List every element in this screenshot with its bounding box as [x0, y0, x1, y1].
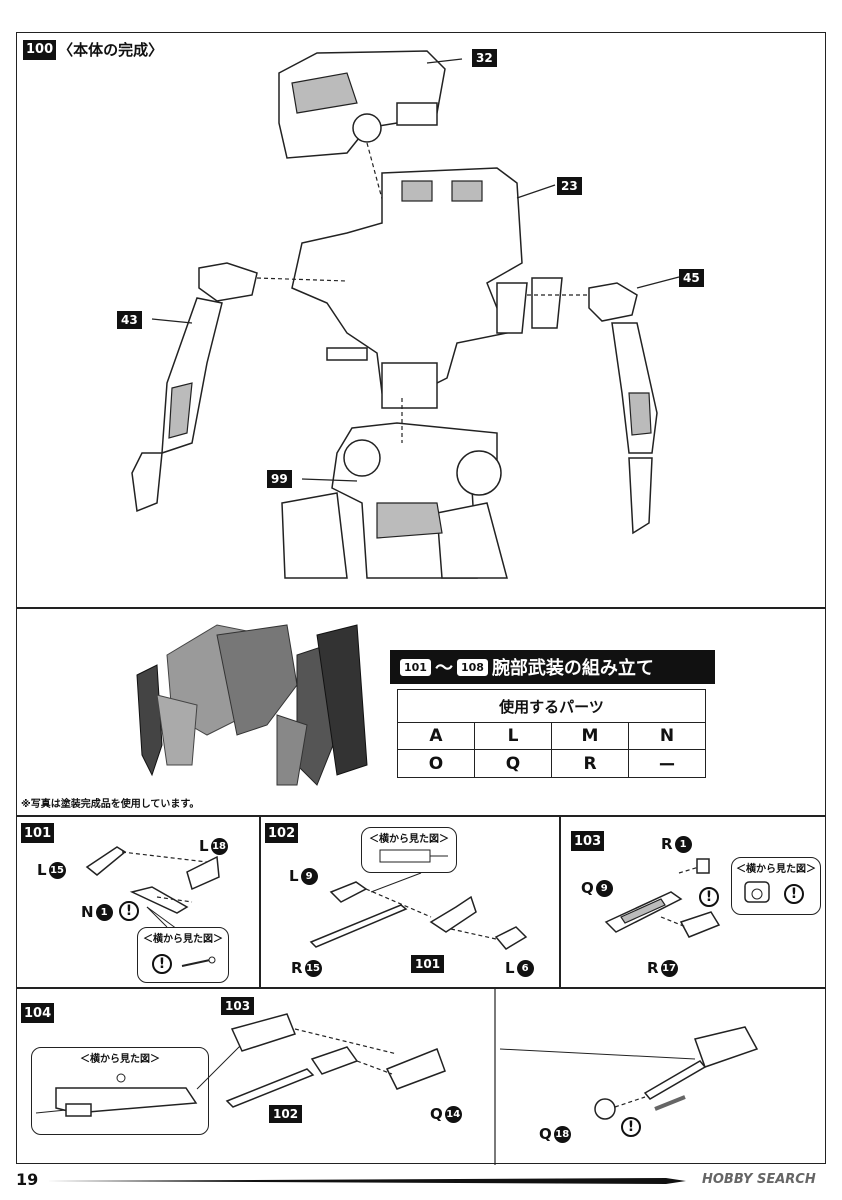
screw-side-icon	[181, 956, 216, 967]
part-cell: A	[397, 722, 475, 750]
ref-left-arm: 43	[117, 311, 142, 329]
side-view-drawing	[35, 1073, 198, 1117]
step-100-panel: 100 〈本体の完成〉 32 23 43 45 99	[16, 32, 826, 608]
part-cell: N	[628, 722, 706, 750]
photo-note: ※写真は塗装完成品を使用しています。	[21, 799, 200, 810]
step-102-illustration	[309, 872, 528, 950]
step-number: 102	[265, 823, 299, 843]
watermark: HOBBY SEARCH	[702, 1172, 816, 1187]
side-view-title: ＜横から見た図＞	[143, 934, 223, 945]
banner-title: 腕部武装の組み立て	[491, 658, 654, 679]
torso-part	[291, 167, 563, 409]
weapon-assembly-intro-panel: 101 〜 108 腕部武装の組み立て 使用するパーツ A L M N O Q …	[16, 608, 826, 816]
part-cell: L	[474, 722, 552, 750]
step-number: 100	[23, 39, 57, 60]
side-view-drawing	[744, 881, 770, 903]
side-view-box: ＜横から見た図＞ !	[137, 927, 229, 983]
side-view-title: ＜横から見た図＞	[736, 864, 816, 875]
step-number: 101	[21, 823, 55, 843]
side-view-drawing	[379, 849, 448, 863]
step-104-illustration	[196, 1013, 446, 1108]
parts-header: 使用するパーツ	[397, 689, 706, 723]
step-title: 〈本体の完成〉	[58, 41, 164, 59]
ref-right-arm: 45	[679, 269, 704, 287]
caution-icon: !	[699, 887, 719, 907]
side-view-box: ＜横から見た図＞ !	[731, 857, 821, 915]
legs-part	[281, 422, 508, 579]
head-part	[278, 50, 446, 159]
ref-legs: 99	[267, 470, 292, 488]
left-arm-part	[131, 262, 258, 513]
side-view-title: ＜横から見た図＞	[369, 834, 449, 845]
step-103-illustration	[604, 858, 721, 938]
caution-icon: !	[621, 1117, 641, 1137]
part-cell: M	[551, 722, 629, 750]
step-number: 103	[571, 831, 605, 851]
weapon-assembly-banner: 101 〜 108 腕部武装の組み立て	[390, 650, 715, 684]
footer-brush-stroke	[46, 1178, 686, 1184]
range-from: 101	[400, 658, 431, 676]
ref-101: 101	[411, 955, 445, 973]
range-separator: 〜	[434, 658, 453, 679]
step-100-header: 100 〈本体の完成〉	[23, 39, 163, 60]
part-cell: R	[551, 749, 629, 778]
side-view-title: ＜横から見た図＞	[80, 1054, 160, 1065]
robot-assembly-illustration	[131, 50, 680, 579]
caution-icon: !	[784, 884, 804, 904]
side-view-box: ＜横から見た図＞	[31, 1047, 209, 1135]
right-arm-part	[588, 282, 658, 535]
caution-icon: !	[119, 901, 139, 921]
ref-torso: 23	[557, 177, 582, 195]
part-cell: O	[397, 749, 475, 778]
parts-table: 使用するパーツ A L M N O Q R ー	[397, 689, 706, 778]
part-cell: Q	[474, 749, 552, 778]
ref-head: 32	[472, 49, 497, 67]
step-104-final-illustration	[494, 989, 759, 1165]
range-to: 108	[456, 658, 488, 676]
ref-102: 102	[269, 1105, 303, 1123]
step-101-illustration	[85, 846, 220, 930]
painted-model-photo	[127, 615, 417, 795]
step-number: 104	[21, 1003, 55, 1023]
ref-103: 103	[221, 997, 255, 1015]
caution-icon: !	[152, 954, 172, 974]
side-view-box: ＜横から見た図＞	[361, 827, 457, 873]
part-cell: ー	[628, 749, 706, 778]
page-number: 19	[16, 1170, 39, 1189]
footer: 19 HOBBY SEARCH	[16, 1166, 826, 1194]
